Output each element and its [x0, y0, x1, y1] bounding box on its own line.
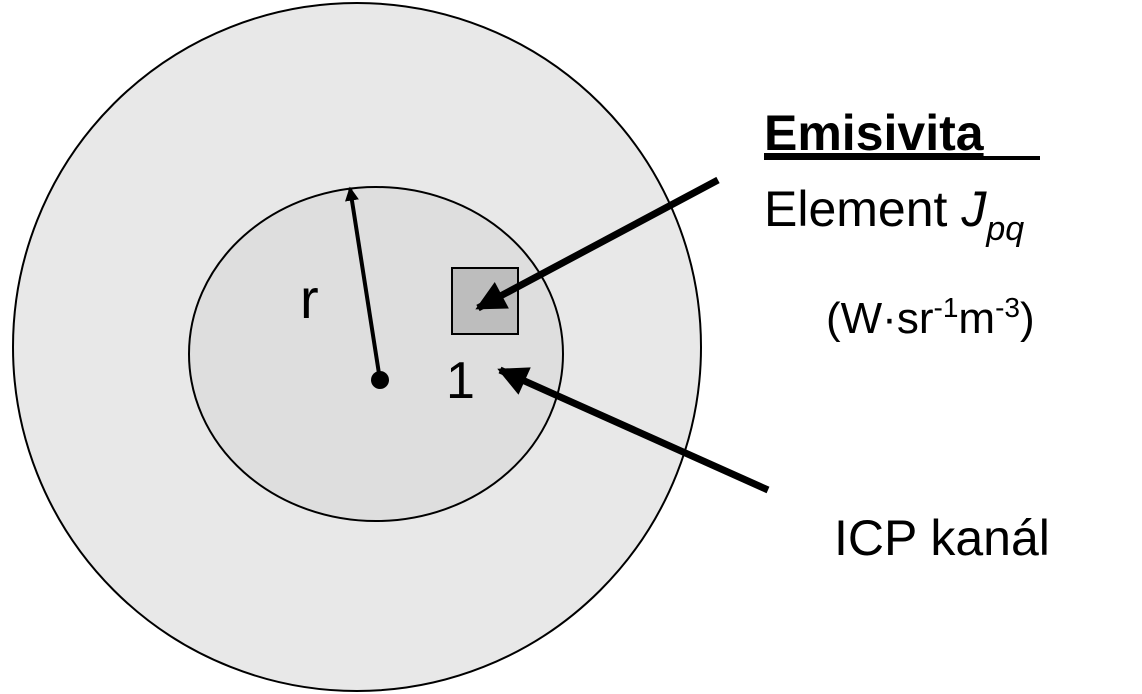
- icp-channel-label: ICP kanál: [834, 510, 1050, 566]
- element-label: Element Jpq: [764, 181, 1024, 248]
- center-dot: [371, 371, 389, 389]
- element-arrow: [475, 176, 720, 312]
- radius-arrow: [345, 186, 382, 381]
- channel-arrow: [497, 366, 770, 494]
- heading-emisivita: Emisivita: [764, 105, 985, 161]
- point-label: 1: [446, 352, 475, 410]
- unit-label: (W·sr-1m-3): [826, 292, 1035, 343]
- radius-label: r: [300, 267, 319, 330]
